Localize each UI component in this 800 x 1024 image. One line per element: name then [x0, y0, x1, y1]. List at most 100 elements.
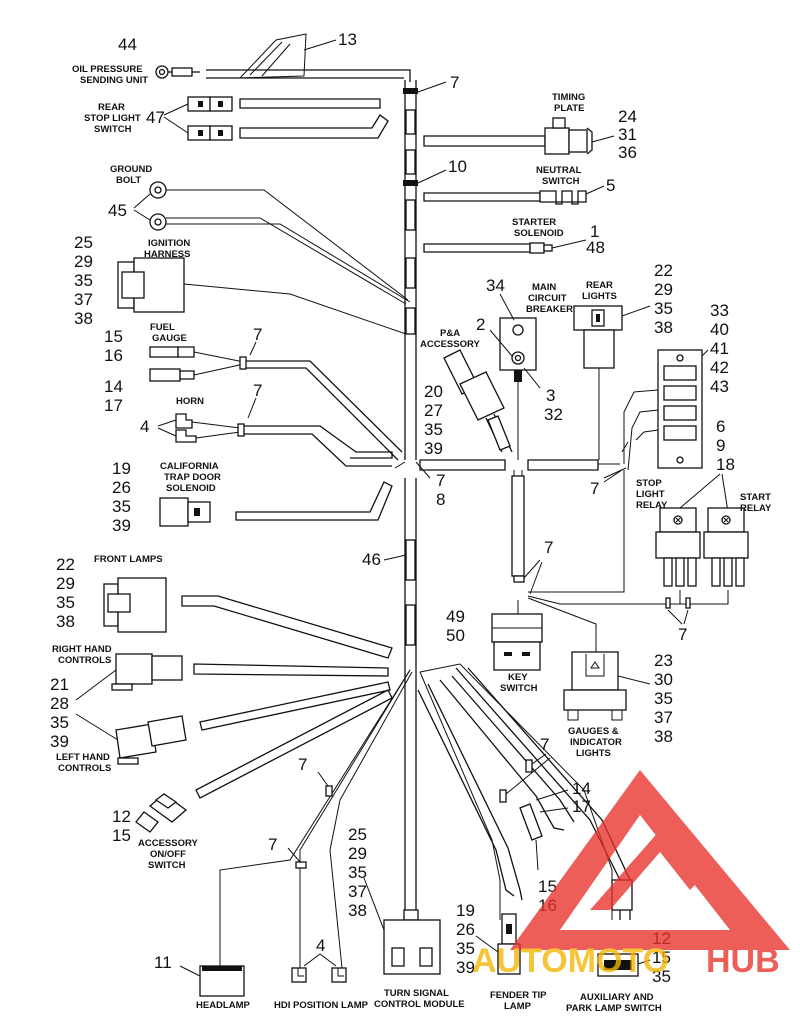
label-start-relay-1: START [740, 492, 771, 503]
callout-29-rear: 29 [654, 280, 673, 299]
callout-28: 28 [50, 694, 69, 713]
callout-7-key: 7 [544, 538, 553, 557]
callout-32: 32 [544, 405, 563, 424]
rear-lights: REAR LIGHTS 22 29 35 38 [573, 261, 673, 460]
callout-31: 31 [618, 125, 637, 144]
label-gauges-2: INDICATOR [570, 737, 622, 748]
label-front-lamps: FRONT LAMPS [94, 554, 163, 565]
callout-11: 11 [154, 953, 172, 972]
label-starter-2: SOLENOID [514, 228, 564, 239]
lower-fan-out: 7 7 7 14 17 15 16 [219, 663, 633, 969]
callout-29-b: 29 [56, 574, 75, 593]
callout-49: 49 [446, 607, 465, 626]
callout-39-hand: 39 [50, 732, 69, 751]
neutral-switch: 10 5 NEUTRAL SWITCH [417, 157, 615, 205]
label-ignition-2: HARNESS [144, 249, 190, 260]
hdi-position-lamp: 4 HDI POSITION LAMP [274, 936, 369, 1011]
callout-21: 21 [50, 675, 69, 694]
callout-43: 43 [710, 377, 729, 396]
callout-5: 5 [606, 176, 615, 195]
label-timing-1: TIMING [552, 92, 585, 103]
callout-41: 41 [710, 339, 729, 358]
callout-15-a: 15 [104, 327, 123, 346]
label-key-1: KEY [508, 672, 528, 683]
callout-9: 9 [716, 436, 725, 455]
label-gauges-1: GAUGES & [568, 726, 619, 737]
callout-19-a: 19 [112, 459, 131, 478]
label-oil-pressure-2: SENDING UNIT [80, 75, 148, 86]
callout-18: 18 [716, 455, 735, 474]
fuel-gauge: FUEL GAUGE 15 16 14 17 7 [104, 322, 403, 461]
callout-33: 33 [710, 301, 729, 320]
callout-45: 45 [108, 201, 127, 220]
callout-7-horn: 7 [253, 381, 262, 400]
relay-wiring: 7 7 [513, 470, 729, 652]
callout-46: 46 [362, 550, 381, 569]
headlamp: 11 HEADLAMP [154, 953, 250, 1011]
callout-26-b: 26 [456, 920, 475, 939]
label-gauges-3: LIGHTS [576, 748, 611, 759]
callout-38-gauges: 38 [654, 727, 673, 746]
callout-4-hdi: 4 [316, 936, 325, 955]
callout-16-a: 16 [104, 346, 123, 365]
callout-2: 2 [476, 315, 485, 334]
callout-12-a: 12 [112, 807, 131, 826]
callout-14-a: 14 [104, 377, 123, 396]
ground-bolt: 45 GROUND BOLT [108, 164, 411, 305]
callout-38-a: 38 [74, 309, 93, 328]
callout-39-b: 39 [456, 958, 475, 977]
harness-sleeve-13: 13 7 [238, 30, 459, 93]
callout-35-b: 35 [56, 593, 75, 612]
label-oil-pressure-1: OIL PRESSURE [72, 64, 143, 75]
callout-35-aux: 35 [652, 967, 671, 986]
callout-10: 10 [448, 157, 467, 176]
main-circuit-breaker: 34 MAIN CIRCUIT BREAKER 2 3 32 [476, 276, 573, 580]
callout-25-a: 25 [74, 233, 93, 252]
label-left-hand-2: CONTROLS [58, 763, 111, 774]
label-stop-relay-3: RELAY [636, 500, 668, 511]
label-right-hand-2: CONTROLS [58, 655, 111, 666]
fender-tip-lamp: 19 26 35 39 FENDER TIP LAMP [456, 901, 547, 1012]
callout-37-b: 37 [348, 882, 367, 901]
horn: HORN 4 7 [140, 381, 393, 467]
callout-35-hand: 35 [50, 713, 69, 732]
label-california-2: TRAP DOOR [164, 472, 221, 483]
label-horn: HORN [176, 396, 204, 407]
key-switch: 49 50 KEY SWITCH [446, 600, 543, 694]
callout-7-junction: 7 [436, 471, 445, 490]
label-pa-2: ACCESSORY [420, 339, 480, 350]
callout-38-rear: 38 [654, 318, 673, 337]
oil-pressure-sending-unit: OIL PRESSURE SENDING UNIT 44 [72, 35, 411, 86]
label-aux-2: PARK LAMP SWITCH [566, 1003, 662, 1014]
callout-35-pa: 35 [424, 420, 443, 439]
label-starter-1: STARTER [512, 217, 556, 228]
label-accessory-1: ACCESSORY [138, 838, 198, 849]
label-fuel-2: GAUGE [152, 333, 187, 344]
callout-7-lower: 7 [298, 755, 307, 774]
callout-29-b: 29 [348, 844, 367, 863]
callout-47: 47 [146, 108, 165, 127]
label-fender-1: FENDER TIP [490, 990, 547, 1001]
callout-7-fuel: 7 [253, 325, 262, 344]
label-breaker-2: CIRCUIT [528, 293, 567, 304]
accessory-on-off-switch: 12 15 ACCESSORY ON/OFF SWITCH [112, 689, 393, 871]
callout-17-b: 17 [572, 797, 591, 816]
callout-37-a: 37 [74, 290, 93, 309]
timing-plate: TIMING PLATE 24 31 36 [423, 92, 637, 162]
label-stop-relay-2: LIGHT [636, 489, 665, 500]
callout-3: 3 [546, 386, 555, 405]
callout-39-pa: 39 [424, 439, 443, 458]
label-left-hand-1: LEFT HAND [56, 752, 110, 763]
callout-42: 42 [710, 358, 729, 377]
callout-15-aux: 15 [652, 948, 671, 967]
label-ignition-1: IGNITION [148, 238, 190, 249]
label-stop-relay-1: STOP [636, 478, 662, 489]
center-junction: 7 8 46 [362, 459, 620, 569]
watermark-text-b: HUB [706, 942, 780, 980]
fuse-block: 33 40 41 42 43 6 9 18 7 [590, 301, 735, 513]
label-california-1: CALIFORNIA [160, 461, 219, 472]
callout-34: 34 [486, 276, 505, 295]
label-fuel-1: FUEL [150, 322, 175, 333]
